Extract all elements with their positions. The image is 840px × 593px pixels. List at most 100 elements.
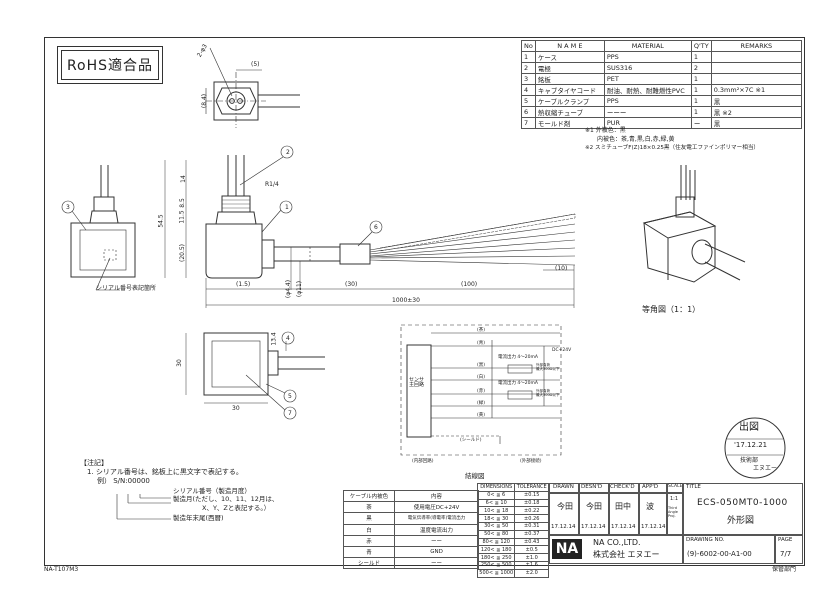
cell: 赤 [343, 534, 395, 547]
wire-red: (赤) [477, 389, 486, 394]
table-row: 50< ≦ 80±0.37 [476, 529, 549, 539]
drawn-label: DRAWN [553, 484, 574, 490]
dim-11-5: 11.5 [178, 210, 186, 224]
stamp-dept: 技術部 [740, 457, 759, 464]
scale-value: 1:1 [670, 496, 679, 502]
dim-phi-4-4: (φ4.4) [285, 279, 293, 299]
circuit-boundary [400, 324, 562, 456]
cell: ±2.0 [514, 568, 549, 578]
dim-100: (100) [461, 281, 478, 288]
dim-13-4: 13.4 [270, 332, 278, 346]
table-row: 80< ≦ 120±0.43 [476, 537, 549, 547]
company-name-jp: 株式会社 エヌエー [593, 550, 660, 559]
serial-area [103, 249, 117, 261]
stamp-name: エヌエー [753, 465, 778, 472]
table-row: 180< ≦ 250±1.0 [476, 553, 549, 562]
cell: GND [394, 545, 479, 559]
form-number: NA-T107M3 [44, 566, 79, 573]
cell: ケーブル内被色 [343, 489, 395, 503]
designed-label: DESN'D [581, 484, 603, 490]
wire-white: (白) [477, 375, 486, 380]
cell: PUR [603, 116, 692, 129]
title-label: TITLE [686, 484, 701, 490]
table-row: 6< ≦ 10±0.18 [476, 498, 549, 508]
sensor-block [406, 344, 432, 438]
cell: 茶 [343, 501, 395, 514]
dim-30: (30) [345, 281, 358, 288]
dc-label: DC+24V [552, 348, 572, 353]
drawn-sign: 今田 [557, 502, 573, 511]
dim-thread: R1/4 [265, 181, 279, 188]
projection-label: Third Angle Proj. [668, 506, 678, 518]
dim-20-5: (20.5) [179, 243, 187, 263]
stamp-top: 出図 [739, 422, 759, 433]
iso-label: 等角図（1：1） [642, 305, 701, 314]
approved-sign: 波 [646, 502, 654, 511]
table-row: 赤ーー [343, 534, 479, 547]
dim-14: 14 [179, 175, 187, 183]
notes-line-3: シリアル番号（製造月度） [173, 487, 251, 495]
cell: 黒 [710, 116, 803, 129]
checked-date: 17.12.14 [611, 524, 636, 530]
cell: 青 [343, 545, 395, 559]
scale-label: SCALE [668, 484, 683, 489]
output-2-label: 電流出力 4～20mA [498, 381, 538, 386]
part-note-3: ※2 スミチューブF(Z)18×0.25黒（住友電工ファインポリマー相当） [585, 145, 760, 151]
company-name: NA CO.,LTD. [593, 538, 641, 547]
cell: 内容 [394, 489, 479, 503]
drawing-no: (9)-6002-00-A1-00 [687, 550, 752, 558]
cell: ±0.18 [514, 498, 549, 508]
notes-line-6: 製造年末尾(西暦) [173, 514, 224, 522]
stamp-date: '17.12.21 [734, 441, 768, 449]
notes-line-2: 例） S/N:00000 [97, 477, 150, 485]
cell: 180< ≦ 250 [476, 553, 516, 562]
drawing-subtitle: 外形図 [727, 516, 755, 526]
cell: ±1.6 [514, 560, 549, 570]
dim-bottom-w: 30 [232, 405, 240, 412]
wiring-caption: 結線図 [465, 472, 485, 480]
wire-black: (黒) [477, 363, 486, 368]
cell: 80< ≦ 120 [476, 537, 516, 547]
load-1-label: 外部負荷 最大300Ω以下 [536, 363, 560, 371]
dim-10: (10) [555, 265, 568, 272]
dim-54-5: 54.5 [157, 214, 165, 228]
rohs-badge: RoHS適合品 [57, 46, 163, 84]
storage-dept: 保管部門 [772, 566, 797, 573]
table-row: 500< ≦ 1000±2.0 [476, 568, 549, 578]
designed-sign: 今田 [586, 502, 602, 511]
table-row: 白温度電流出力 [343, 523, 479, 536]
balloon-7: 7 [288, 410, 292, 417]
outer-connect-label: (外部接続) [520, 459, 542, 464]
load-2-label: 外部負荷 最大300Ω以下 [536, 389, 560, 397]
cell: 6< ≦ 10 [476, 498, 516, 508]
balloon-4: 4 [286, 335, 290, 342]
cell: 30< ≦ 50 [476, 521, 516, 531]
cell: ±0.5 [514, 545, 549, 555]
balloon-6: 6 [374, 224, 378, 231]
cell: ±0.31 [514, 521, 549, 531]
cell: ±1.0 [514, 553, 549, 562]
wire-color-table: ケーブル内被色内容 茶使用電圧DC+24V 黒電気伝導率(導電率)電流出力 白温… [343, 489, 479, 570]
notes-line-5: X、Y、Zと表記する。） [202, 504, 271, 512]
cell: ±0.43 [514, 537, 549, 547]
dim-total: 1000±30 [392, 297, 420, 304]
inner-circuit-label: (内部回路) [412, 459, 434, 464]
sensor-label: センサ 主回路 [409, 377, 425, 388]
cell: 250< ≦ 500 [476, 560, 516, 570]
approval-stamp [724, 417, 786, 479]
dim-1-5: (1.5) [236, 281, 251, 288]
drawing-title: ECS-050MT0-1000 [697, 498, 788, 508]
checked-sign: 田中 [615, 502, 631, 511]
cell: DIMENSIONS [476, 483, 516, 492]
approved-label: APP'D [642, 484, 659, 490]
cell: TOLERANCE [514, 483, 549, 492]
dim-top-w: (5) [251, 61, 260, 68]
cell: 50< ≦ 80 [476, 529, 516, 539]
